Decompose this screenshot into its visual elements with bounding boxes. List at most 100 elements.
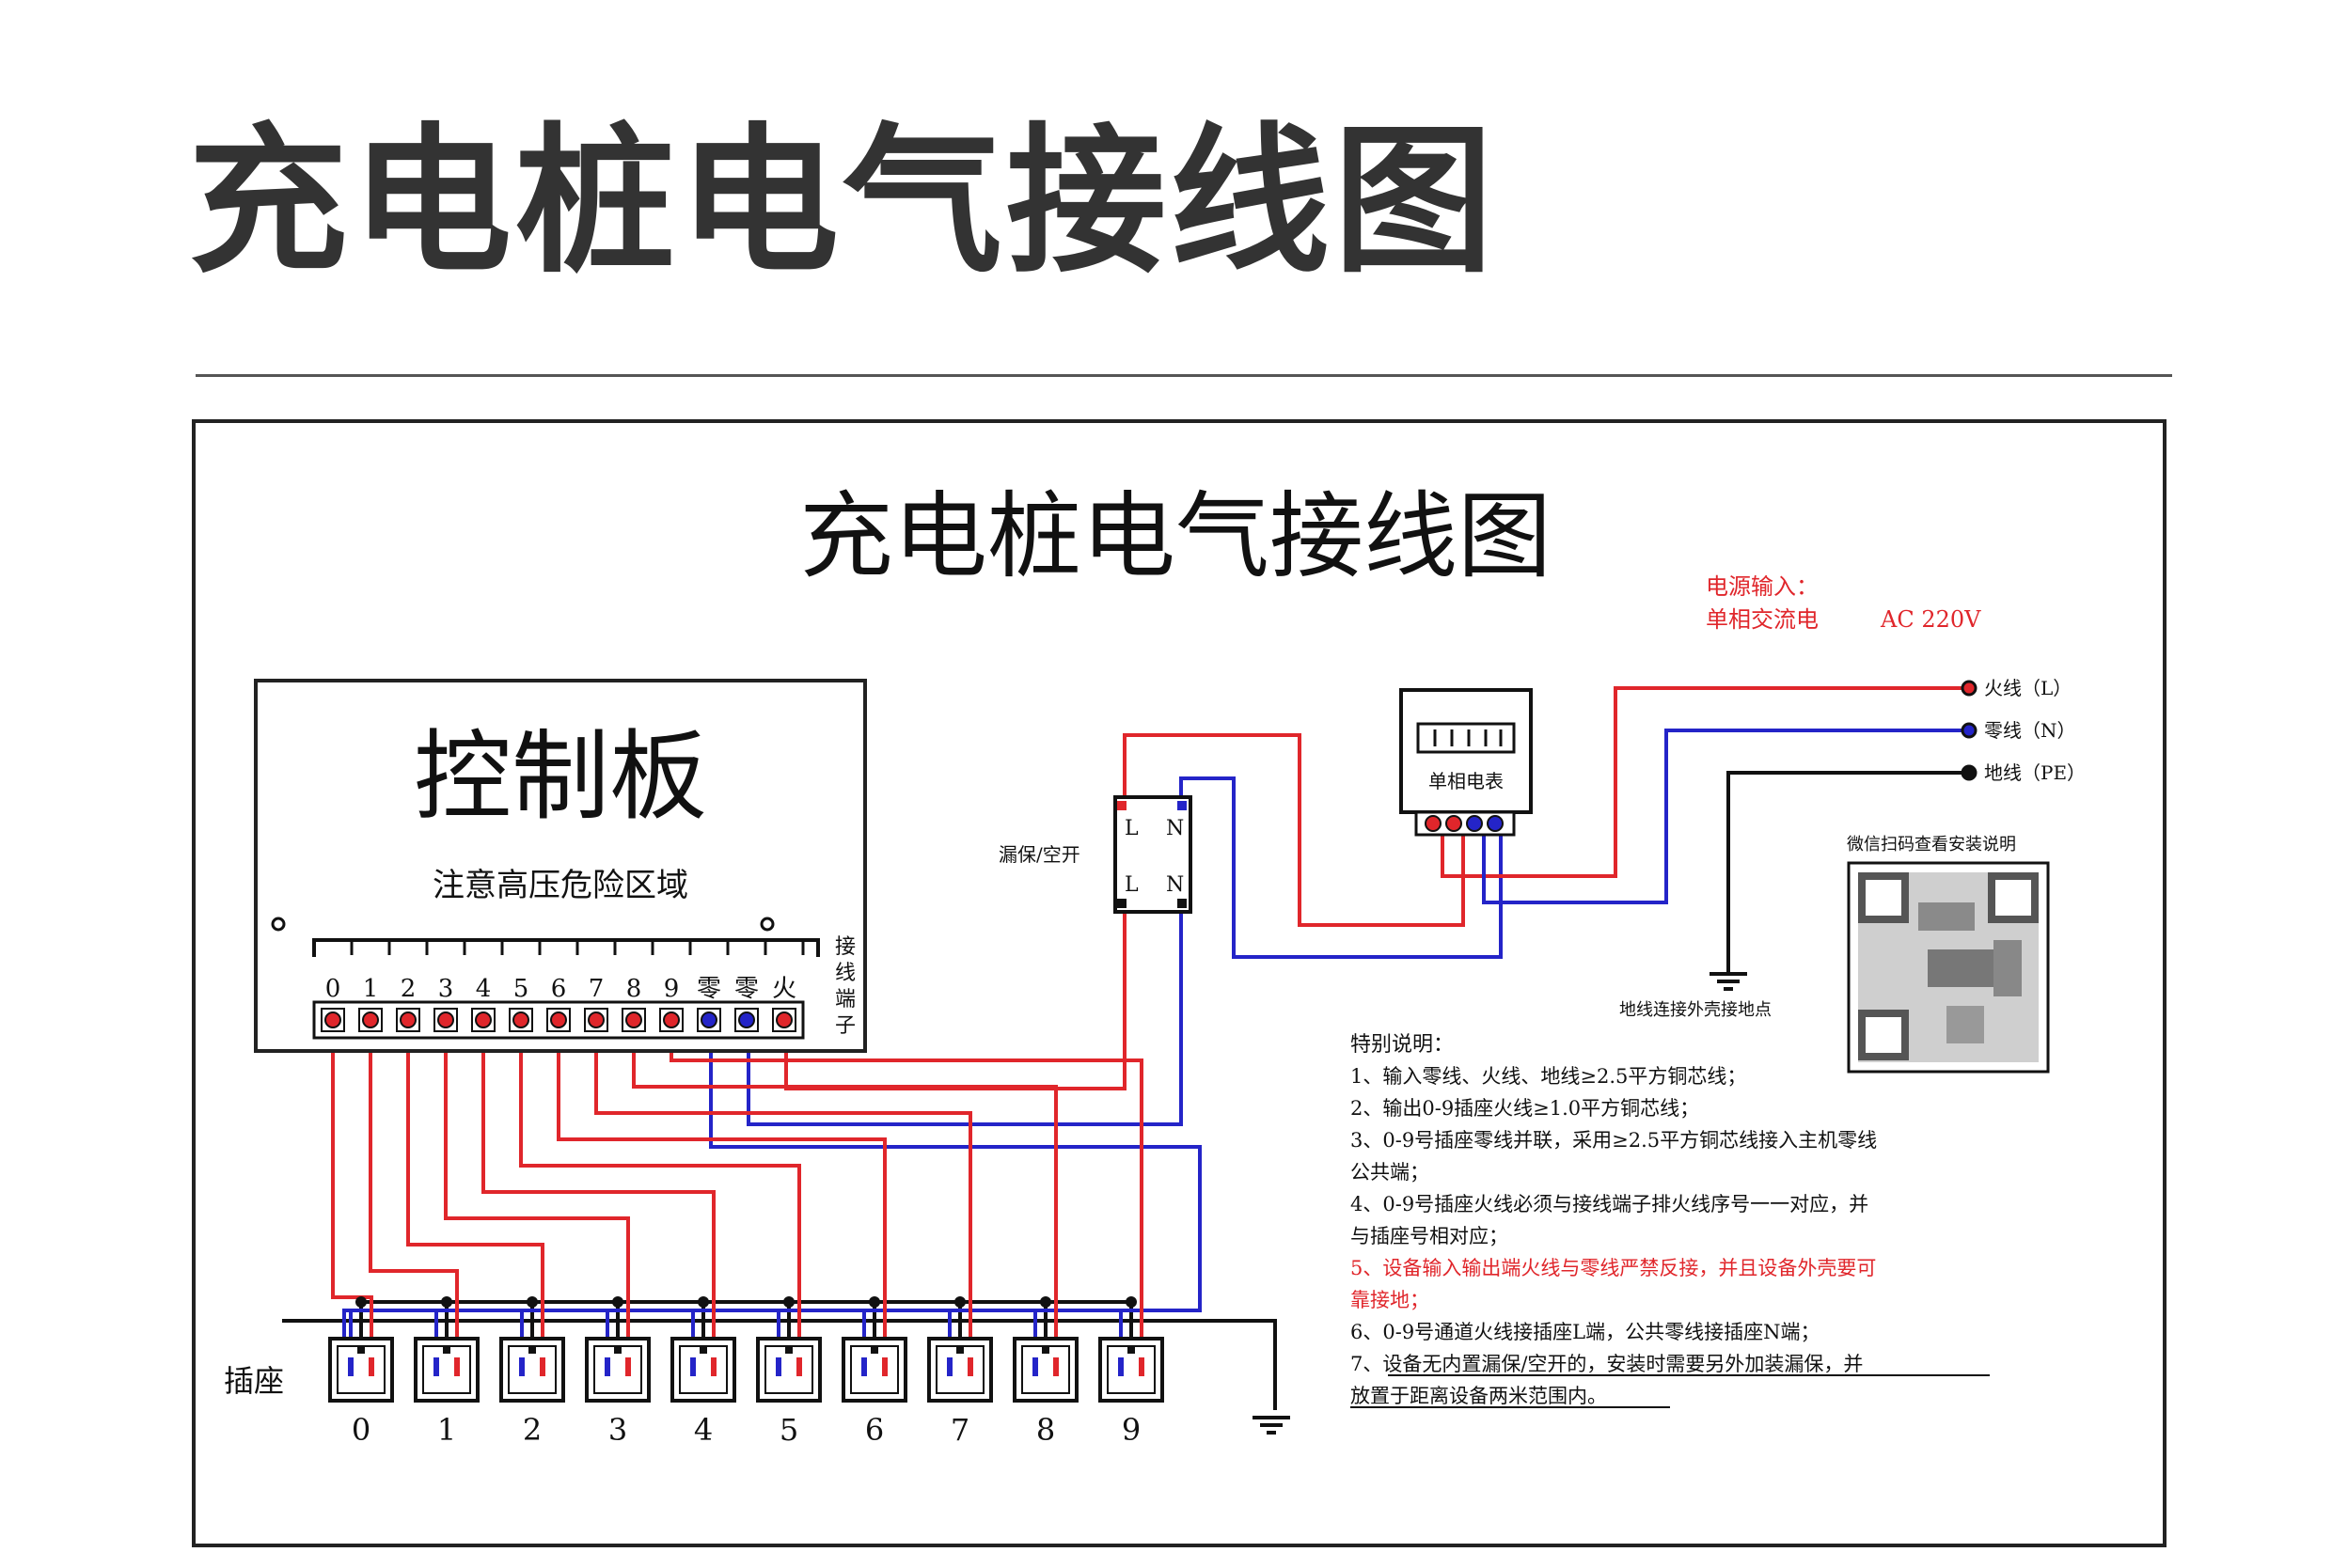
neutral-breaker-to-meter <box>1179 776 1503 959</box>
live-meter-to-input <box>1441 686 1962 878</box>
breaker-top-n-dot <box>1177 801 1187 810</box>
socket-number-2: 2 <box>523 1412 542 1448</box>
breaker-bot-n-dot <box>1177 899 1187 908</box>
socket-l-pin-5 <box>796 1357 802 1376</box>
note-5b: 靠接地； <box>1350 1289 1429 1311</box>
socket-e-pin-6 <box>871 1346 878 1354</box>
qr-module <box>1946 1006 1984 1043</box>
socket-ground-node-5 <box>783 1296 795 1308</box>
socket-e-pin-8 <box>1042 1346 1049 1354</box>
socket-n-pin-6 <box>861 1357 867 1376</box>
mount-hole-right <box>760 917 775 932</box>
qr-caption: 微信扫码查看安装说明 <box>1847 835 2016 855</box>
terminal-label-1: 接 <box>835 935 856 959</box>
qr-module <box>1993 940 2022 996</box>
socket-e-pin-2 <box>528 1346 536 1354</box>
socket-l-pin-3 <box>625 1357 631 1376</box>
ground-bus <box>282 1319 1277 1410</box>
note-3a: 3、0-9号插座零线并联，采用≥2.5平方铜芯线接入主机零线 <box>1350 1129 1877 1152</box>
terminal-label-4: 子 <box>835 1014 856 1038</box>
title-divider <box>196 374 2172 377</box>
socket-number-8: 8 <box>1036 1412 1055 1448</box>
socket-e-pin-3 <box>614 1346 622 1354</box>
terminal-8 <box>625 1011 642 1028</box>
socket-ground-node-9 <box>1126 1296 1137 1308</box>
socket-n-pin-2 <box>519 1357 525 1376</box>
qr-module <box>1928 949 1993 987</box>
terminal-label-8: 8 <box>626 975 642 1003</box>
terminal-4 <box>475 1011 492 1028</box>
socket-number-0: 0 <box>352 1412 370 1448</box>
live-out-4 <box>481 1034 716 1354</box>
socket-ground-node-0 <box>355 1296 367 1308</box>
input-ground-terminal <box>1961 764 1977 781</box>
breaker-label: 漏保/空开 <box>999 843 1080 866</box>
terminal-9 <box>663 1011 680 1028</box>
note-3b: 公共端； <box>1350 1161 1429 1184</box>
meter-terminal-3 <box>1466 815 1483 832</box>
qr-finder-bl <box>1858 1010 1909 1060</box>
socket-n-pin-3 <box>605 1357 610 1376</box>
socket-number-7: 7 <box>951 1412 969 1448</box>
socket-n-pin-7 <box>947 1357 953 1376</box>
input-neutral-label: 零线（N） <box>1984 719 2076 742</box>
socket-l-pin-4 <box>711 1357 717 1376</box>
note-4a: 4、0-9号插座火线必须与接线端子排火线序号一一对应，并 <box>1350 1193 1868 1215</box>
ground-note: 地线连接外壳接地点 <box>1619 1000 1772 1020</box>
ground-input <box>1726 771 1962 974</box>
input-ground-label: 地线（PE） <box>1984 761 2086 784</box>
socket-ground-node-8 <box>1040 1296 1051 1308</box>
socket-l-pin-1 <box>454 1357 460 1376</box>
live-out-9 <box>670 1034 1143 1354</box>
live-out-3 <box>444 1034 630 1354</box>
terminal-label-7: 7 <box>589 975 605 1003</box>
terminal-5 <box>512 1011 529 1028</box>
terminal-1 <box>362 1011 379 1028</box>
live-out-2 <box>406 1034 544 1354</box>
socket-6 <box>842 1337 907 1403</box>
socket-e-pin-9 <box>1127 1346 1135 1354</box>
note-4b: 与插座号相对应； <box>1350 1225 1508 1247</box>
note-7a: 7、设备无内置漏保/空开的，安装时需要另外加装漏保，并 <box>1350 1353 1863 1375</box>
mount-hole-left <box>271 917 286 932</box>
socket-l-pin-9 <box>1139 1357 1144 1376</box>
control-board <box>254 679 867 1053</box>
terminal-label-2: 2 <box>401 975 417 1003</box>
terminal-11 <box>738 1011 755 1028</box>
socket-e-pin-1 <box>443 1346 450 1354</box>
note-2: 2、输出0-9插座火线≥1.0平方铜芯线； <box>1350 1097 1699 1120</box>
breaker-top-l: L <box>1125 817 1139 840</box>
socket-0 <box>328 1337 394 1403</box>
socket-number-9: 9 <box>1122 1412 1141 1448</box>
terminal-label-6: 6 <box>551 975 567 1003</box>
socket-label: 插座 <box>224 1363 284 1399</box>
breaker-bot-l-dot <box>1117 899 1127 908</box>
page-title: 充电桩电气接线图 <box>188 109 1498 295</box>
terminal-label-10: 零 <box>697 975 721 1003</box>
qr-code[interactable] <box>1847 861 2050 1074</box>
terminal-ticks <box>350 940 805 955</box>
terminal-label-9: 9 <box>664 975 680 1003</box>
live-out-6 <box>557 1034 887 1354</box>
live-out-1 <box>369 1034 459 1354</box>
live-out-5 <box>519 1034 801 1354</box>
socket-9 <box>1098 1337 1164 1403</box>
terminal-0 <box>324 1011 341 1028</box>
terminal-7 <box>588 1011 605 1028</box>
note-7b: 放置于距离设备两米范围内。 <box>1350 1385 1607 1407</box>
socket-e-pin-4 <box>700 1346 707 1354</box>
socket-n-pin-0 <box>348 1357 354 1376</box>
terminal-label-4: 4 <box>476 975 492 1003</box>
power-input-voltage: AC 220V <box>1880 606 1981 633</box>
socket-n-pin-5 <box>776 1357 781 1376</box>
terminal-12 <box>776 1011 793 1028</box>
socket-ground-node-7 <box>954 1296 966 1308</box>
breaker-top-n: N <box>1166 817 1184 840</box>
socket-e-pin-7 <box>956 1346 964 1354</box>
socket-number-6: 6 <box>865 1412 884 1448</box>
terminal-10 <box>701 1011 717 1028</box>
control-board-warning: 注意高压危险区域 <box>433 867 688 904</box>
meter-terminal-1 <box>1425 815 1442 832</box>
